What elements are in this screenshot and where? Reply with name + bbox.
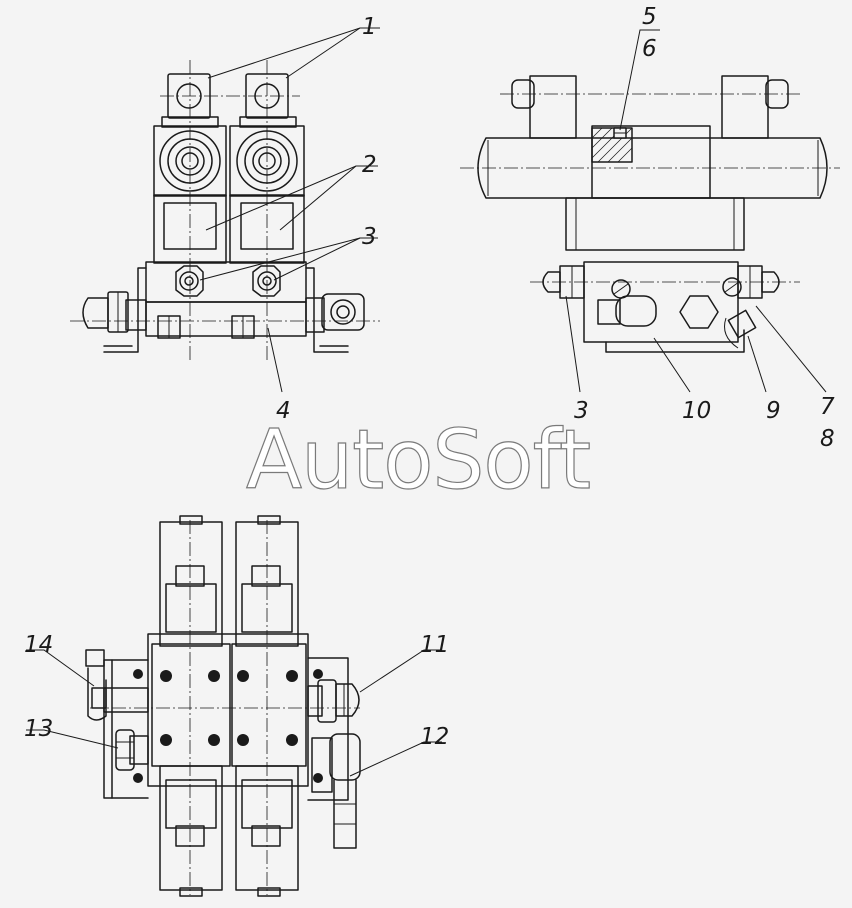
callout-10: 10: [682, 398, 711, 424]
valve-spool-housing: [477, 137, 828, 199]
callout-4: 4: [276, 398, 291, 424]
coil-lower-right: [235, 765, 299, 891]
hatched-section: [591, 127, 633, 163]
callout-labels: 1 2 3 4 5 6 3 10 9 7 8 14 13 11 12: [24, 4, 835, 750]
callout-12: 12: [420, 724, 449, 750]
watermark-text: AutoSoft: [246, 413, 590, 508]
callout-1: 1: [362, 14, 377, 40]
top-view: [85, 515, 361, 897]
callout-11: 11: [420, 632, 449, 658]
valve-block-right: [231, 643, 307, 767]
callout-7: 7: [820, 394, 835, 420]
side-body-block: [565, 197, 745, 251]
coil-upper-left: [159, 521, 223, 647]
callout-13: 13: [24, 716, 53, 742]
callout-2: 2: [362, 152, 377, 178]
callout-3-front: 3: [362, 224, 377, 250]
mounting-plate: [147, 633, 309, 787]
callout-8: 8: [820, 426, 835, 452]
side-view: [460, 75, 840, 353]
side-connector-right: [721, 75, 769, 139]
leader-lines: [26, 27, 827, 777]
mounting-bolts: [133, 669, 323, 783]
callout-3-side: 3: [574, 398, 589, 424]
callout-6: 6: [642, 36, 657, 62]
callout-5: 5: [642, 4, 657, 30]
coil-lower-left: [159, 765, 223, 891]
front-view: [70, 60, 380, 360]
callout-14: 14: [24, 632, 53, 658]
valve-block-left: [151, 643, 231, 767]
callout-9: 9: [766, 398, 781, 424]
base-block: [145, 261, 307, 303]
side-connector-left: [529, 75, 577, 139]
